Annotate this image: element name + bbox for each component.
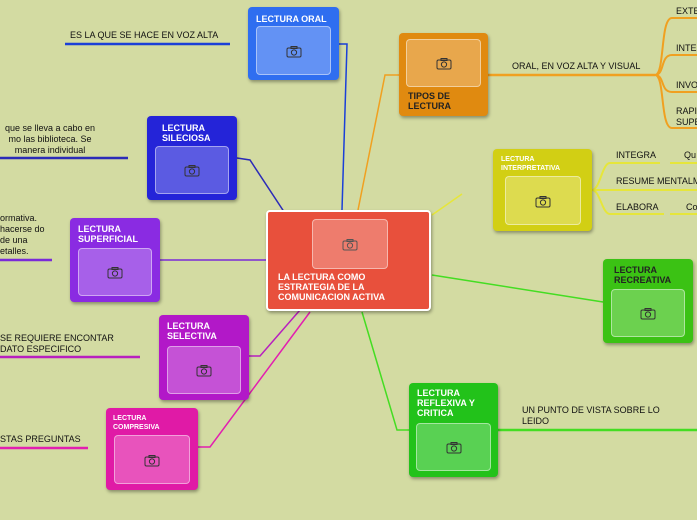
node-title: LECTURA RECREATIVA [614,265,672,285]
note-lectura-selectiva: SE REQUIERE ENCONTAR DATO ESPECIFICO [0,333,114,354]
tipos-branch-3: INVO [676,80,697,90]
node-lectura-oral[interactable]: LECTURA ORAL [248,7,339,80]
camera-icon [144,454,160,466]
note-lectura-reflexiva: UN PUNTO DE VISTA SOBRE LO LEIDO [522,405,660,426]
node-title: TIPOS DE LECTURA [408,91,451,111]
image-placeholder [167,346,241,394]
image-placeholder [416,423,491,471]
tipos-branch-4: RAPI SUPE [676,106,697,127]
camera-icon [436,58,451,70]
image-placeholder [406,39,481,87]
note-lectura-superficial: ormativa. hacerse do de una etalles. [0,213,45,256]
node-title: LECTURA SELECTIVA [167,321,217,341]
node-title: LECTURA INTERPRETATIVA [501,156,561,172]
note-lectura-compresiva: STAS PREGUNTAS [0,434,81,444]
note-lectura-silenciosa: que se lleva a cabo en mo las biblioteca… [4,123,96,155]
camera-icon [286,45,301,57]
note-tipos-de-lectura: ORAL, EN VOZ ALTA Y VISUAL [512,61,641,71]
interpretativa-item-resume: RESUME MENTALM [616,176,697,186]
node-lectura-superficial[interactable]: LECTURA SUPERFICIAL [70,218,160,302]
image-placeholder [78,248,152,296]
node-title: LECTURA SILECIOSA [162,123,211,143]
camera-icon [184,165,200,177]
camera-icon [446,442,461,454]
node-title: LECTURA REFLEXIVA Y CRITICA [417,388,475,418]
interpretativa-item-integra: INTEGRA [616,150,657,160]
node-lectura-reflexiva[interactable]: LECTURA REFLEXIVA Y CRITICA [409,383,498,477]
node-lectura-selectiva[interactable]: LECTURA SELECTIVA [159,315,249,400]
node-lectura-compresiva[interactable]: LECTURA COMPRESIVA [106,408,198,490]
node-title: LECTURA COMPRESIVA [113,415,160,431]
image-placeholder [505,176,581,225]
note-lectura-oral: ES LA QUE SE HACE EN VOZ ALTA [70,30,219,40]
image-placeholder [155,146,229,194]
central-title: LA LECTURA COMO ESTRATEGIA DE LA COMUNIC… [278,272,385,302]
interpretativa-note-1: Qu [684,150,697,160]
camera-icon [640,308,656,320]
node-tipos-de-lectura[interactable]: TIPOS DE LECTURA [399,33,488,116]
image-placeholder [312,219,388,269]
camera-icon [342,239,358,251]
camera-icon [196,365,212,377]
interpretativa-note-2: Co [686,202,697,212]
node-title: LECTURA ORAL [256,14,327,24]
interpretativa-item-elabora: ELABORA [616,202,659,212]
tipos-branch-1: EXTE [676,6,697,16]
node-title: LECTURA SUPERFICIAL [78,224,139,244]
image-placeholder [611,289,685,337]
image-placeholder [114,435,190,484]
central-topic[interactable]: LA LECTURA COMO ESTRATEGIA DE LA COMUNIC… [266,210,431,311]
node-lectura-recreativa[interactable]: LECTURA RECREATIVA [603,259,693,343]
camera-icon [107,267,123,279]
node-lectura-silenciosa[interactable]: LECTURA SILECIOSA [147,116,237,200]
camera-icon [535,195,551,207]
node-lectura-interpretativa[interactable]: LECTURA INTERPRETATIVA [493,149,592,231]
image-placeholder [256,26,331,75]
tipos-branch-2: INTE [676,43,697,53]
